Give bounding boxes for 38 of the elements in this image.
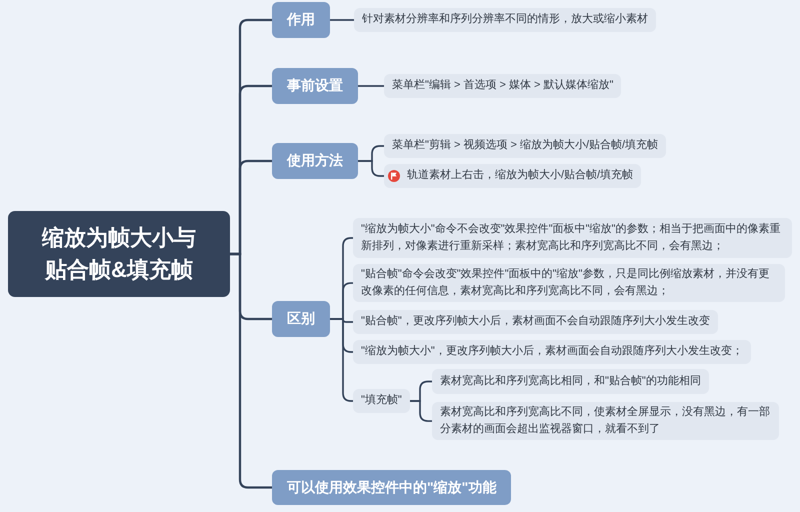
subtopic-text: 菜单栏"剪辑 > 视频选项 > 缩放为帧大小/贴合帧/填充帧 [392,138,658,154]
main-topic-text: 区别 [287,310,315,328]
subtopic-text: "填充帧" [361,393,402,408]
subtopic-text: 素材宽高比和序列宽高比相同，和"贴合帧"的功能相同 [440,374,701,389]
subtopic-box [384,134,666,158]
subtopic-text: "缩放为帧大小"命令不会改变"效果控件"面板中"缩放"的参数；相当于把画面中的像素重新排列，对像素进行重新采样；素材宽高比和序列宽高比不同，会有黑边； [361,222,782,254]
subtopic-box [353,389,410,413]
central-topic-box [8,211,230,297]
connector-line [330,19,354,21]
connector-line [230,252,272,489]
subtopic-text: "贴合帧"命令会改变"效果控件"面板中的"缩放"参数，只是同比例缩放素材，并没有更改像素的任何信息，素材宽高比和序列宽高比不同，会有黑边； [361,266,770,300]
subtopic-box [384,164,642,188]
subtopic-box [353,310,718,334]
subtopic-text: "贴合帧"，更改序列帧大小后，素材画面不会自动跟随序列大小发生改变 [361,314,710,330]
main-topic-text: 事前设置 [287,77,343,95]
main-topic-box [272,68,358,104]
main-topic-box [272,2,330,38]
subtopic-box [384,74,622,98]
subtopic-text: 素材宽高比和序列宽高比不同，使素材全屏显示，没有黑边，有一部分素材的画面会超出监视器窗口，就看不到了 [440,404,771,438]
subtopic-box [432,369,709,394]
main-topic-box [272,470,512,505]
subtopic-box [353,218,792,258]
connector-line [358,160,384,177]
subtopic-box [354,8,656,32]
main-topic-text: 使用方法 [287,152,343,170]
subtopic-text: 菜单栏"编辑 > 首选项 > 媒体 > 默认媒体缩放" [392,78,614,94]
main-topic-text: 作用 [287,11,315,29]
connector-line [358,85,384,87]
subtopic-box [432,402,779,440]
main-topic-text: 可以使用效果控件中的"缩放"功能 [287,478,496,496]
subtopic-text: 针对素材分辨率和序列分辨率不同的情形，放大或缩小素材 [362,12,648,28]
main-topic-box [272,143,358,179]
subtopic-box [353,264,785,302]
subtopic-text: "缩放为帧大小"，更改序列帧大小后，素材画面会自动跟随序列大小发生改变； [361,344,743,360]
subtopic-box [353,340,751,364]
main-topic-box [272,301,330,337]
subtopic-text: 轨道素材上右击，缩放为帧大小/贴合帧/填充帧 [407,168,634,184]
central-topic-text: 缩放为帧大小与贴合帧&填充帧 [40,224,197,284]
